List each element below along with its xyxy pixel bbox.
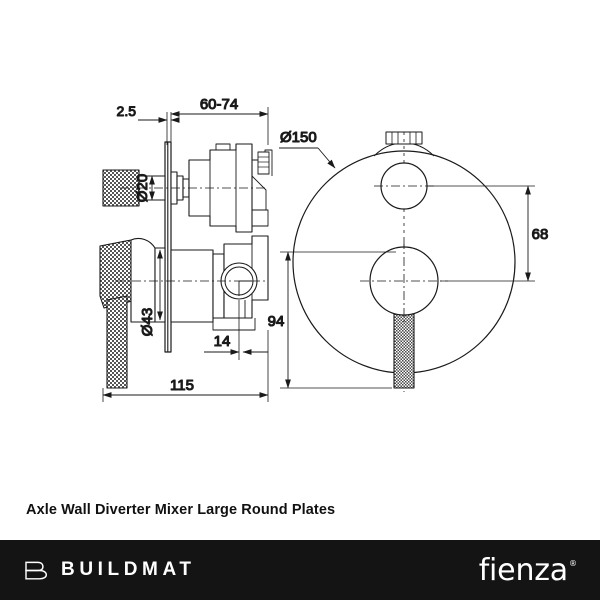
dimension-centres-68: 68 <box>427 185 549 282</box>
dim-label-outlet-offset: 14 <box>214 333 231 350</box>
dimension-mixer-diameter: Ø43 <box>138 249 163 337</box>
dim-label-centres-68: 68 <box>532 226 549 243</box>
footer-brand-bar: BUILDMAT fienza ® <box>0 540 600 600</box>
technical-drawing-area: 2.5 60-74 Ø20 <box>99 95 549 402</box>
buildmat-wordmark: BUILDMAT <box>61 559 196 580</box>
dimension-plate-thickness: 2.5 <box>116 102 180 145</box>
fienza-trademark-symbol: ® <box>569 558 577 568</box>
dim-label-mixer-diameter: Ø43 <box>139 308 156 336</box>
dim-label-plate-thickness: 2.5 <box>117 103 137 119</box>
buildmat-b-monogram-icon <box>25 561 48 580</box>
mixer-assembly-side <box>99 235 269 389</box>
diverter-assembly-side <box>102 143 273 233</box>
wall-plate-section <box>164 141 172 353</box>
dim-label-wall-depth-range: 60-74 <box>200 96 238 113</box>
dimension-plate-diameter: Ø150 <box>279 128 336 169</box>
dimension-diverter-diameter: Ø20 <box>133 173 155 203</box>
buildmat-logo[interactable]: BUILDMAT <box>0 559 196 581</box>
product-title-bar: Axle Wall Diverter Mixer Large Round Pla… <box>0 480 600 540</box>
technical-drawing-svg: 2.5 60-74 Ø20 <box>99 95 549 402</box>
dim-label-plate-diameter: Ø150 <box>280 129 317 146</box>
dimension-overall-length: 115 <box>102 360 269 402</box>
fienza-wordmark: fienza <box>478 552 569 588</box>
page-title: Axle Wall Diverter Mixer Large Round Pla… <box>26 502 336 518</box>
dimension-wall-depth-range: 60-74 <box>170 95 269 145</box>
dimension-outlet-offset: 14 <box>204 300 269 360</box>
dim-label-centres-94: 94 <box>268 313 285 330</box>
fienza-logo[interactable]: fienza ® <box>479 553 600 588</box>
front-elevation-view: Ø150 68 94 <box>267 128 549 392</box>
dim-label-diverter-diameter: Ø20 <box>134 174 151 202</box>
side-elevation-view: 2.5 60-74 Ø20 <box>99 95 273 402</box>
dim-label-overall-length: 115 <box>170 377 194 394</box>
dimension-centres-94: 94 <box>267 251 396 389</box>
